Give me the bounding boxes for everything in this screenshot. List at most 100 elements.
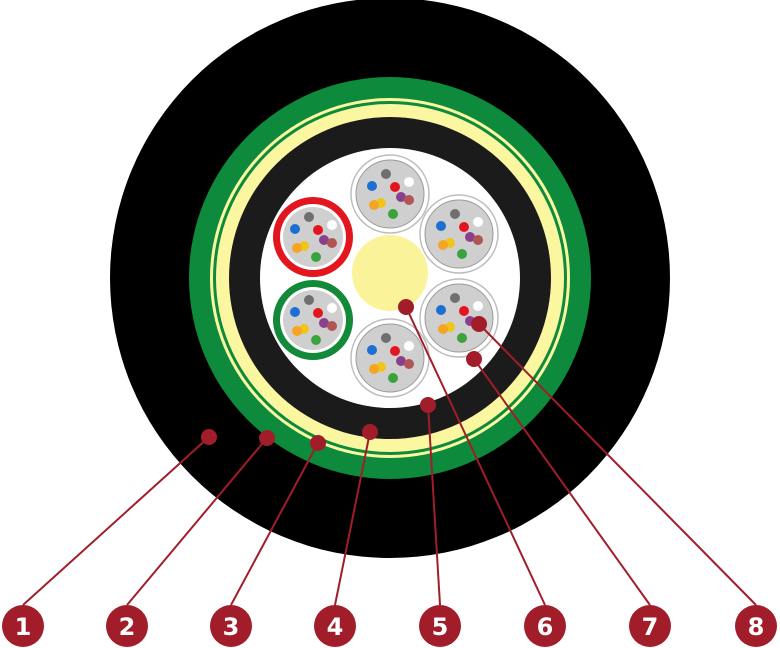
callout-badge-1 [2, 605, 44, 647]
callout-dot-7 [466, 351, 482, 367]
callout-2: 2 [106, 605, 148, 647]
callout-4: 4 [314, 605, 356, 647]
callout-dot-4 [362, 424, 378, 440]
tube-red [273, 197, 353, 277]
callout-5: 5 [419, 605, 461, 647]
callout-lines [22, 306, 757, 606]
callout-badge-7 [629, 605, 671, 647]
tube-upper-right [419, 194, 499, 274]
fiber [292, 326, 302, 336]
tube-gel [424, 199, 494, 269]
fiber [311, 252, 321, 262]
fiber [404, 195, 414, 205]
fiber [390, 346, 400, 356]
fiber [327, 220, 337, 230]
tube-bottom [350, 318, 430, 398]
fiber [438, 240, 448, 250]
callout-dot-2 [259, 430, 275, 446]
callout-anchor-dots [201, 299, 487, 451]
fiber [313, 308, 323, 318]
callout-line-2 [126, 437, 268, 606]
fiber [473, 217, 483, 227]
callout-label-6: 6 [537, 613, 554, 641]
fiber [473, 235, 483, 245]
callout-label-4: 4 [327, 613, 344, 641]
fiber [438, 324, 448, 334]
fiber [473, 301, 483, 311]
fiber [313, 225, 323, 235]
callout-line-4 [334, 431, 371, 606]
fiber [319, 318, 329, 328]
fiber [327, 303, 337, 313]
tube-lower-right [419, 278, 499, 358]
fiber [396, 192, 406, 202]
tube-gel [424, 283, 494, 353]
callout-line-5 [427, 404, 441, 606]
tube-top [350, 154, 430, 234]
tube-green [273, 280, 353, 360]
callout-badge-5 [419, 605, 461, 647]
fiber [367, 345, 377, 355]
callout-line-1 [22, 436, 210, 606]
callout-dot-6 [398, 299, 414, 315]
fiber [290, 307, 300, 317]
callout-8: 8 [735, 605, 777, 647]
callout-badge-2 [106, 605, 148, 647]
callout-dot-3 [310, 435, 326, 451]
fiber [436, 221, 446, 231]
fiber [327, 238, 337, 248]
callout-dot-1 [201, 429, 217, 445]
callout-line-8 [478, 323, 757, 606]
callout-dot-5 [420, 397, 436, 413]
fiber [369, 364, 379, 374]
fiber [319, 235, 329, 245]
tube-gel [355, 323, 425, 393]
fiber [404, 359, 414, 369]
callout-line-6 [405, 306, 546, 606]
fiber [327, 321, 337, 331]
callout-7: 7 [629, 605, 671, 647]
fiber [381, 169, 391, 179]
fiber [311, 335, 321, 345]
callout-line-3 [230, 442, 319, 606]
fiber [304, 212, 314, 222]
callout-badge-4 [314, 605, 356, 647]
fiber [404, 341, 414, 351]
fiber [388, 209, 398, 219]
fiber [450, 293, 460, 303]
loose-tubes [273, 154, 499, 398]
fiber [457, 249, 467, 259]
callout-label-1: 1 [15, 613, 32, 641]
callout-label-2: 2 [119, 613, 136, 641]
fiber [381, 333, 391, 343]
central-member [352, 235, 428, 311]
fiber [390, 182, 400, 192]
fiber [450, 209, 460, 219]
callout-3: 3 [210, 605, 252, 647]
fiber [369, 200, 379, 210]
callout-label-3: 3 [223, 613, 240, 641]
fiber [404, 177, 414, 187]
fiber [388, 373, 398, 383]
fiber [465, 232, 475, 242]
callout-dot-8 [471, 316, 487, 332]
fiber [457, 333, 467, 343]
callout-label-8: 8 [748, 613, 765, 641]
fiber [436, 305, 446, 315]
fiber [304, 295, 314, 305]
callout-1: 1 [2, 605, 44, 647]
fiber [292, 243, 302, 253]
callout-line-7 [473, 358, 651, 606]
fiber [396, 356, 406, 366]
callout-badge-8 [735, 605, 777, 647]
fiber [290, 224, 300, 234]
fiber [367, 181, 377, 191]
fiber [459, 222, 469, 232]
callout-badge-6 [524, 605, 566, 647]
callout-badge-3 [210, 605, 252, 647]
callout-6: 6 [524, 605, 566, 647]
callout-label-5: 5 [432, 613, 449, 641]
callout-label-7: 7 [642, 613, 659, 641]
tube-gel [355, 159, 425, 229]
